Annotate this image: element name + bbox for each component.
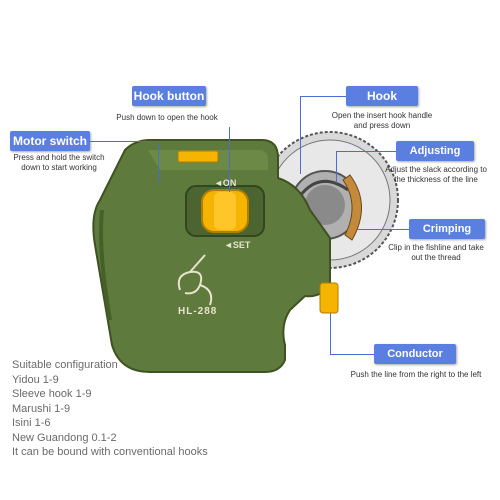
hook-pointer-v <box>300 96 301 174</box>
motor-switch-desc-1: Press and hold the switch <box>13 153 105 162</box>
config-line: New Guandong 0.1-2 <box>12 431 117 444</box>
conductor-buckle-pointer-h <box>330 354 374 355</box>
adjusting-screw-label: Adjusting screw <box>396 141 474 177</box>
crimping-board-desc-1: Clip in the fishline and take <box>388 243 484 252</box>
hook-label: Hook <box>346 86 418 106</box>
adjusting-screw-desc-1: Adjust the slack according to <box>385 165 487 174</box>
motor-switch-desc-2: down to start working <box>21 163 97 172</box>
conductor-buckle <box>319 282 339 314</box>
config-line: Yidou 1-9 <box>12 373 59 386</box>
hook-button-label: Hook button <box>132 86 206 106</box>
conductor-buckle-pointer-v <box>330 313 331 354</box>
hook-pointer-h <box>300 96 346 97</box>
adjusting-screw-pointer-h <box>336 151 396 152</box>
crimping-board-label: Crimping board <box>409 219 485 255</box>
hook-button-pointer <box>229 127 230 192</box>
crimping-board-desc-2: out the thread <box>411 253 461 262</box>
crimping-board <box>342 174 362 241</box>
crimping-board-pointer <box>356 229 409 230</box>
config-line: Marushi 1-9 <box>12 402 71 415</box>
adjusting-screw-desc-2: the thickness of the line <box>394 175 478 184</box>
config-line: Suitable configuration <box>12 359 118 371</box>
conductor-buckle-desc: Push the line from the right to the left <box>350 370 482 379</box>
conductor-buckle-label: Conductor buckle <box>374 344 456 380</box>
hook-desc-2: and press down <box>353 121 411 130</box>
motor-switch <box>177 150 219 163</box>
config-line: It can be bound with conventional hooks <box>12 446 208 458</box>
knot-emblem-icon <box>177 254 213 306</box>
set-label: ◄SET <box>224 240 251 250</box>
motor-switch-pointer-v <box>158 141 159 183</box>
on-label: ◄ON <box>214 178 237 188</box>
adjusting-screw-pointer-v <box>336 151 337 183</box>
hook-button-desc: Push down to open the hook <box>116 113 218 122</box>
config-line: Sleeve hook 1-9 <box>12 388 92 400</box>
motor-switch-pointer-h <box>90 141 158 142</box>
device-body <box>92 139 331 373</box>
config-line: Isini 1-6 <box>12 417 51 429</box>
model-label: HL-288 <box>178 306 218 317</box>
config-list: Suitable configuration Yidou 1-9 Sleeve … <box>12 358 208 460</box>
hook-desc-1: Open the insert hook handle <box>331 111 433 120</box>
motor-switch-label: Motor switch <box>10 131 90 151</box>
